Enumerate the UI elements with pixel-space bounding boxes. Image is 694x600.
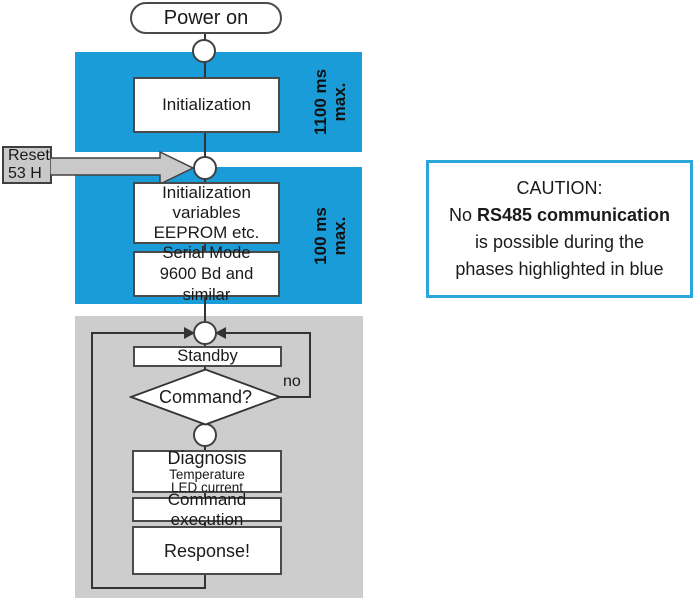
process-initialization: Initialization — [133, 77, 280, 133]
process-standby: Standby — [133, 346, 282, 367]
process-serial-mode: Serial Mode 9600 Bd and similar — [133, 244, 280, 304]
junction-circle-1 — [192, 39, 216, 63]
diagnosis-sub-led-current: LED current — [170, 480, 244, 495]
junction-circle-4 — [193, 423, 217, 447]
loop-line-no-branch — [309, 332, 311, 398]
reset-label-line2: 53 H — [8, 165, 42, 182]
standby-label: Standby — [177, 347, 238, 365]
loop-line-left-return — [92, 332, 186, 334]
caution-line3: is possible during the — [474, 232, 645, 252]
caution-line4: phases highlighted in blue — [455, 259, 664, 279]
decision-command: Command? — [129, 368, 282, 426]
loop-line-bottom — [91, 587, 206, 589]
start-label: Power on — [163, 7, 249, 29]
initialization-label: Initialization — [162, 95, 251, 114]
flow-line-main — [204, 33, 206, 589]
loop-line-right-return — [226, 332, 310, 334]
serial-line2: 9600 Bd and similar — [159, 264, 254, 304]
command-execution-label: Command execution — [167, 489, 247, 529]
process-command-execution: Command execution — [132, 490, 282, 529]
process-diagnosis: Diagnosis Temperature LED current — [132, 448, 282, 495]
caution-line2-bold: RS485 communication — [476, 205, 671, 225]
caution-title: CAUTION: — [516, 178, 603, 198]
phase2-duration-label: 100 ms max. — [290, 167, 370, 304]
diagnosis-sub-temperature: Temperature — [169, 467, 245, 482]
process-response: Response! — [132, 526, 282, 575]
command-label: Command? — [158, 386, 253, 407]
response-label: Response! — [163, 540, 251, 561]
caution-line2: No RS485 communication — [449, 202, 670, 229]
serial-line1: Serial Mode — [162, 243, 251, 262]
junction-circle-2 — [193, 156, 217, 180]
duration1-line1: 1100 ms — [311, 68, 330, 136]
arrowhead-left-icon — [184, 327, 195, 339]
initvar-line1: Initialization — [162, 183, 251, 202]
initvar-line2: variables — [172, 203, 241, 222]
caution-note: CAUTION: No RS485 communication is possi… — [426, 160, 693, 298]
start-node-power-on: Power on — [130, 2, 282, 34]
caution-line2-prefix: No — [448, 205, 477, 225]
phase1-duration-label: 1100 ms max. — [290, 52, 370, 152]
initvar-line3: EEPROM etc. — [153, 223, 260, 242]
junction-circle-3 — [193, 321, 217, 345]
duration1-line2: max. — [330, 82, 349, 122]
duration2-line2: max. — [329, 216, 349, 255]
duration2-line1: 100 ms — [310, 206, 330, 265]
arrowhead-right-icon — [215, 327, 226, 339]
reset-label-line1: Reset — [8, 147, 50, 164]
process-initialization-variables: Initialization variables EEPROM etc. — [133, 182, 280, 244]
diagnosis-title: Diagnosis — [167, 448, 247, 468]
loop-line-diamond-exit — [280, 396, 311, 398]
reset-arrow-icon — [50, 151, 195, 185]
loop-line-left — [91, 332, 93, 589]
reset-input-box: Reset 53 H — [2, 146, 52, 184]
decision-diamond-shape — [129, 368, 282, 426]
no-branch-label: no — [283, 373, 301, 390]
